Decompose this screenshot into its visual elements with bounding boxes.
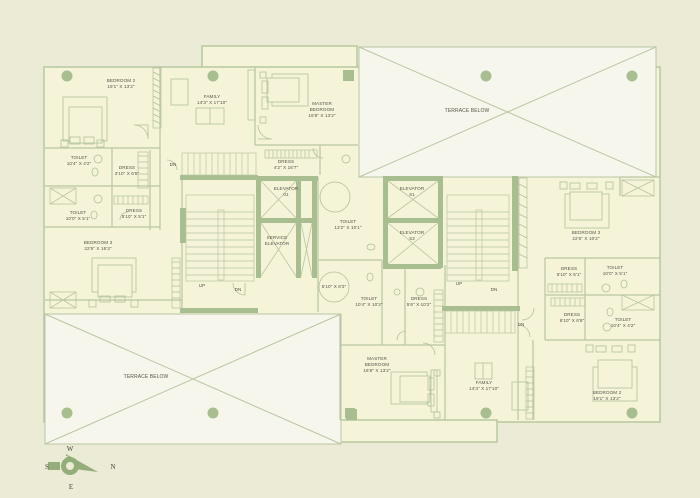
room-size: 10'4" X 10'2" [355,302,383,307]
room-name: TOILET [69,210,87,215]
room-size: 19'1" X 13'2" [593,396,621,401]
stair-label-dn: DN [234,287,242,292]
room-name: DRESS [125,208,143,213]
stair-label-dn: DN [169,162,177,167]
room-size: 01 [283,192,289,197]
stair-label-dn: DN [490,287,498,292]
room-size: 6'10" X 5'1" [556,272,582,277]
room-name: DRESS [560,266,578,271]
room-name: TOILET [339,219,357,224]
room-size: 5'10" X 8'3" [321,284,347,289]
room-size: S2 [409,236,415,241]
elevator-shafts [49,179,655,311]
room-label-service-elevator: SERVICE ELEVATOR [265,235,290,247]
columns [61,70,638,419]
room-name: TOILET [70,155,88,160]
room-size: 4'2" X 16'7" [273,165,299,170]
room-size: 10'0" X 5'1" [65,216,91,221]
room-size: 5'10" X 5'1" [121,214,147,219]
room-name: TOILET [614,317,632,322]
stair-label-up: UP [198,283,206,288]
staircases [181,152,516,334]
room-size: 10'4" X 4'2" [610,323,636,328]
compass-rose [48,454,98,475]
room-name: BEDROOM 2 [592,390,622,395]
room-size: 3'10" X 6'8" [114,171,140,176]
room-name: ELEVATOR [399,186,425,191]
compass-east: E [68,483,74,491]
room-size: 22'5" X 16'3" [84,246,112,251]
compass-west: W [66,445,74,453]
terrace-label-top-right: TERRACE BELOW [444,108,490,114]
terrace-top-right [358,46,657,178]
room-name: MASTER BEDROOM [364,356,390,367]
room-name: DRESS [277,159,295,164]
room-size: 14'3" X 17'10" [197,100,227,105]
stair-label-up: UP [455,281,463,286]
room-size: 10'4" X 4'2" [66,161,92,166]
room-name: BEDROOM 3 [571,230,601,235]
room-name: ELEVATOR [273,186,299,191]
room-name: DRESS [563,312,581,317]
room-name: BEDROOM 3 [83,240,113,245]
room-size: 10'0" X 5'1" [602,271,628,276]
structural-walls [180,70,520,420]
doors [119,124,535,356]
room-size: 5'6" X 10'2" [406,302,432,307]
room-name: ELEVATOR [399,230,425,235]
room-name: MASTER BEDROOM [309,101,335,112]
room-name: BEDROOM 2 [106,78,136,83]
compass-north: N [110,463,116,471]
room-size: 6'10" X 6'8" [559,318,585,323]
wardrobes [113,67,586,420]
room-name: FAMILY [475,380,493,385]
furniture [60,69,638,419]
room-name: TOILET [360,296,378,301]
room-size: 14'3" X 17'10" [469,386,499,391]
room-size: 16'8" X 13'2" [363,368,391,373]
terrace-bottom-left [44,313,342,445]
room-size: 16'8" X 13'2" [308,113,336,118]
room-name: DRESS [410,296,428,301]
room-name: TOILET [606,265,624,270]
room-name: FAMILY [203,94,221,99]
compass-south: S [45,463,49,471]
room-name: SERVICE ELEVATOR [264,235,290,246]
room-size: 19'1" X 13'2" [107,84,135,89]
room-size: S1 [409,192,415,197]
room-name: DRESS [118,165,136,170]
stair-label-dn: DN [517,322,525,327]
terrace-label-bottom-left: TERRACE BELOW [123,374,169,380]
room-label-round-room: 5'10" X 8'3" [322,284,347,290]
room-size: 13'2" X 10'1" [334,225,362,230]
room-size: 22'5" X 10'2" [572,236,600,241]
